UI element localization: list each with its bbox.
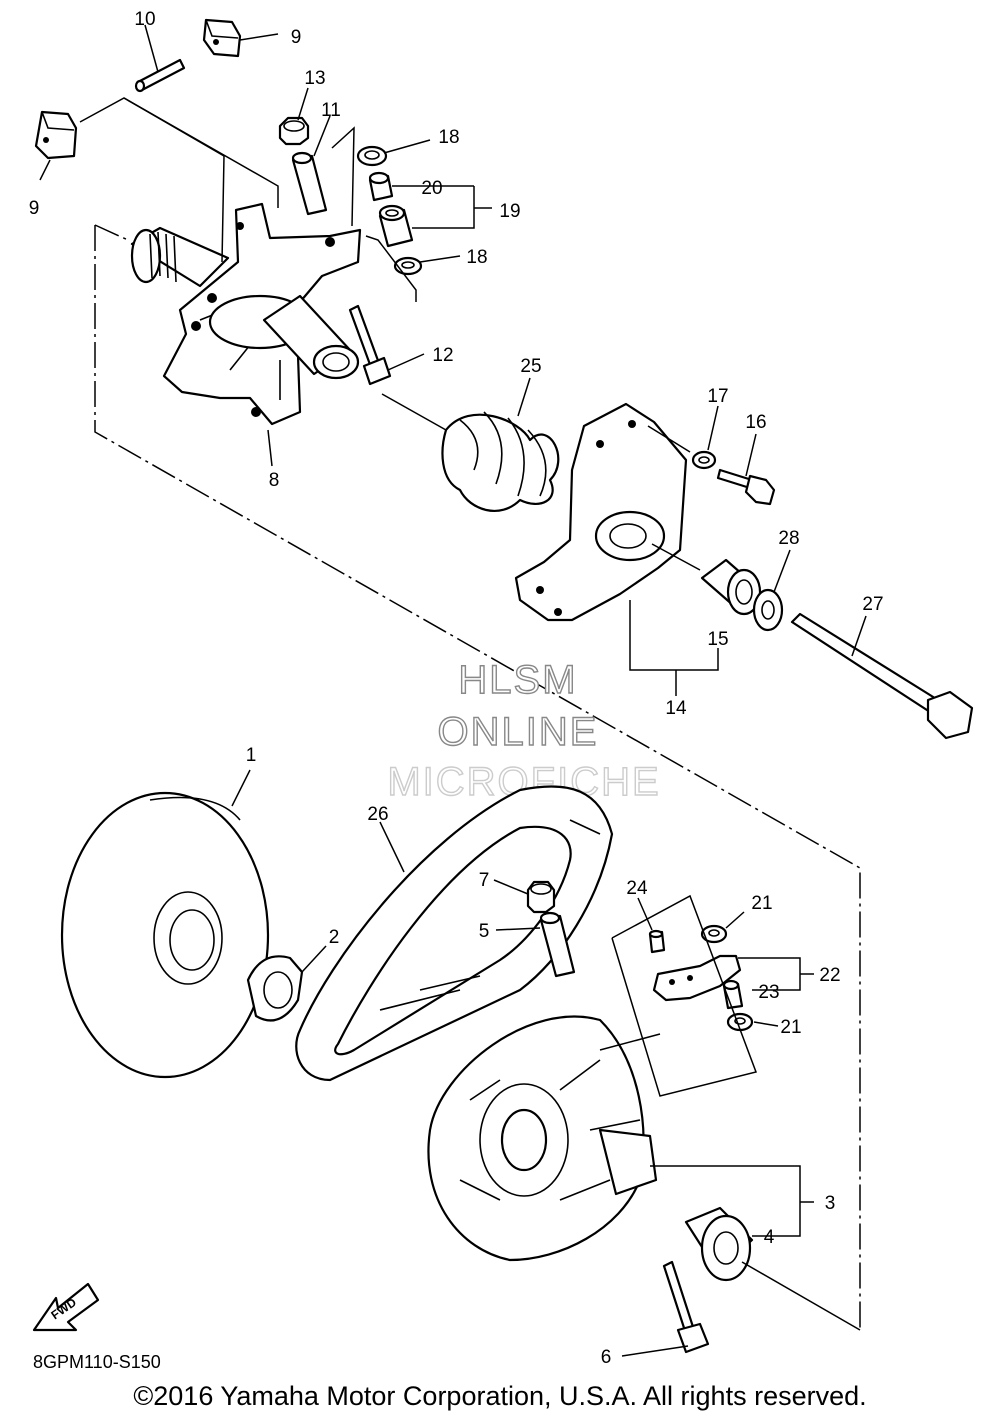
- part-9-weight-lower: [34, 110, 78, 160]
- callout-11: 11: [321, 100, 341, 121]
- diagram-code: 8GPM110-S150: [33, 1352, 161, 1372]
- part-4-bushing: [684, 1206, 754, 1282]
- part-14-cover: [514, 402, 688, 622]
- part-27-bolt: [790, 612, 974, 740]
- callout-6: 6: [601, 1347, 612, 1368]
- callout-26: 26: [367, 804, 388, 825]
- part-18-washer-upper: [356, 145, 388, 167]
- callout-7: 7: [479, 870, 490, 891]
- part-1-sheave: [60, 791, 270, 1079]
- part-23-bushing: [722, 979, 744, 1010]
- part-11-collar: [291, 151, 328, 216]
- callout-10: 10: [134, 9, 155, 30]
- callout-3: 3: [825, 1193, 836, 1214]
- callout-15: 15: [707, 629, 728, 650]
- callout-27: 27: [862, 594, 883, 615]
- callout-13: 13: [304, 68, 325, 89]
- assembly-boundary: [94, 224, 861, 1330]
- part-26-belt: [295, 785, 614, 1082]
- part-6-bolt: [662, 1260, 710, 1354]
- part-3-movable-sheave: [427, 1015, 658, 1262]
- callout-17: 17: [707, 386, 728, 407]
- part-21-washer-upper: [700, 924, 728, 944]
- callout-8: 8: [269, 470, 280, 491]
- part-2-bushing: [246, 955, 304, 1022]
- part-8-spider: [130, 202, 362, 426]
- callout-4: 4: [764, 1227, 775, 1248]
- callout-24: 24: [626, 878, 648, 899]
- watermark-line1: HLSM: [458, 658, 577, 702]
- callout-22: 22: [819, 965, 840, 986]
- part-20-bushing: [368, 171, 394, 202]
- part-18-washer-lower: [393, 256, 423, 276]
- part-19-bushing-assy: [378, 204, 414, 248]
- callout-14: 14: [665, 698, 687, 719]
- callout-18-lower: 18: [466, 247, 487, 268]
- callout-25: 25: [520, 356, 541, 377]
- watermark: HLSM ONLINE MICROFICHE: [387, 657, 660, 804]
- callout-23: 23: [758, 982, 779, 1003]
- leader-lines: [39, 24, 867, 1357]
- part-17-washer: [691, 450, 717, 470]
- part-9-weight-upper: [202, 18, 242, 58]
- part-24-pin: [648, 929, 666, 954]
- copyright-notice: ©2016 Yamaha Motor Corporation, U.S.A. A…: [133, 1381, 867, 1411]
- part-12-bolt: [348, 304, 392, 386]
- callout-21-upper: 21: [751, 893, 772, 914]
- part-25-spring: [441, 411, 560, 512]
- callout-18-upper: 18: [438, 127, 459, 148]
- callout-28: 28: [778, 528, 799, 549]
- callout-12: 12: [432, 345, 453, 366]
- part-7-nut: [526, 880, 556, 914]
- callout-19: 19: [499, 201, 520, 222]
- callout-2: 2: [329, 927, 340, 948]
- callout-16: 16: [745, 412, 766, 433]
- callout-9-lower: 9: [29, 198, 40, 219]
- watermark-line2: ONLINE: [438, 710, 599, 754]
- part-15-bushing: [700, 558, 762, 616]
- callout-5: 5: [479, 921, 490, 942]
- callout-labels: 10 9 9 13 11 18 20 19 18 12 8 25 17 16 2…: [29, 9, 884, 1368]
- group-22-bracket: [611, 894, 757, 1097]
- part-13-nut: [278, 116, 310, 146]
- callout-1: 1: [246, 745, 257, 766]
- part-10-pin: [134, 58, 186, 93]
- part-5-collar: [539, 911, 576, 978]
- callout-9-upper: 9: [291, 27, 302, 48]
- part-16-bolt: [716, 468, 776, 506]
- callout-20: 20: [421, 178, 442, 199]
- part-22-arm: [652, 954, 742, 1002]
- part-28-washer: [752, 588, 784, 632]
- callout-21-lower: 21: [780, 1017, 801, 1038]
- fwd-arrow-icon: FWD: [32, 1282, 100, 1332]
